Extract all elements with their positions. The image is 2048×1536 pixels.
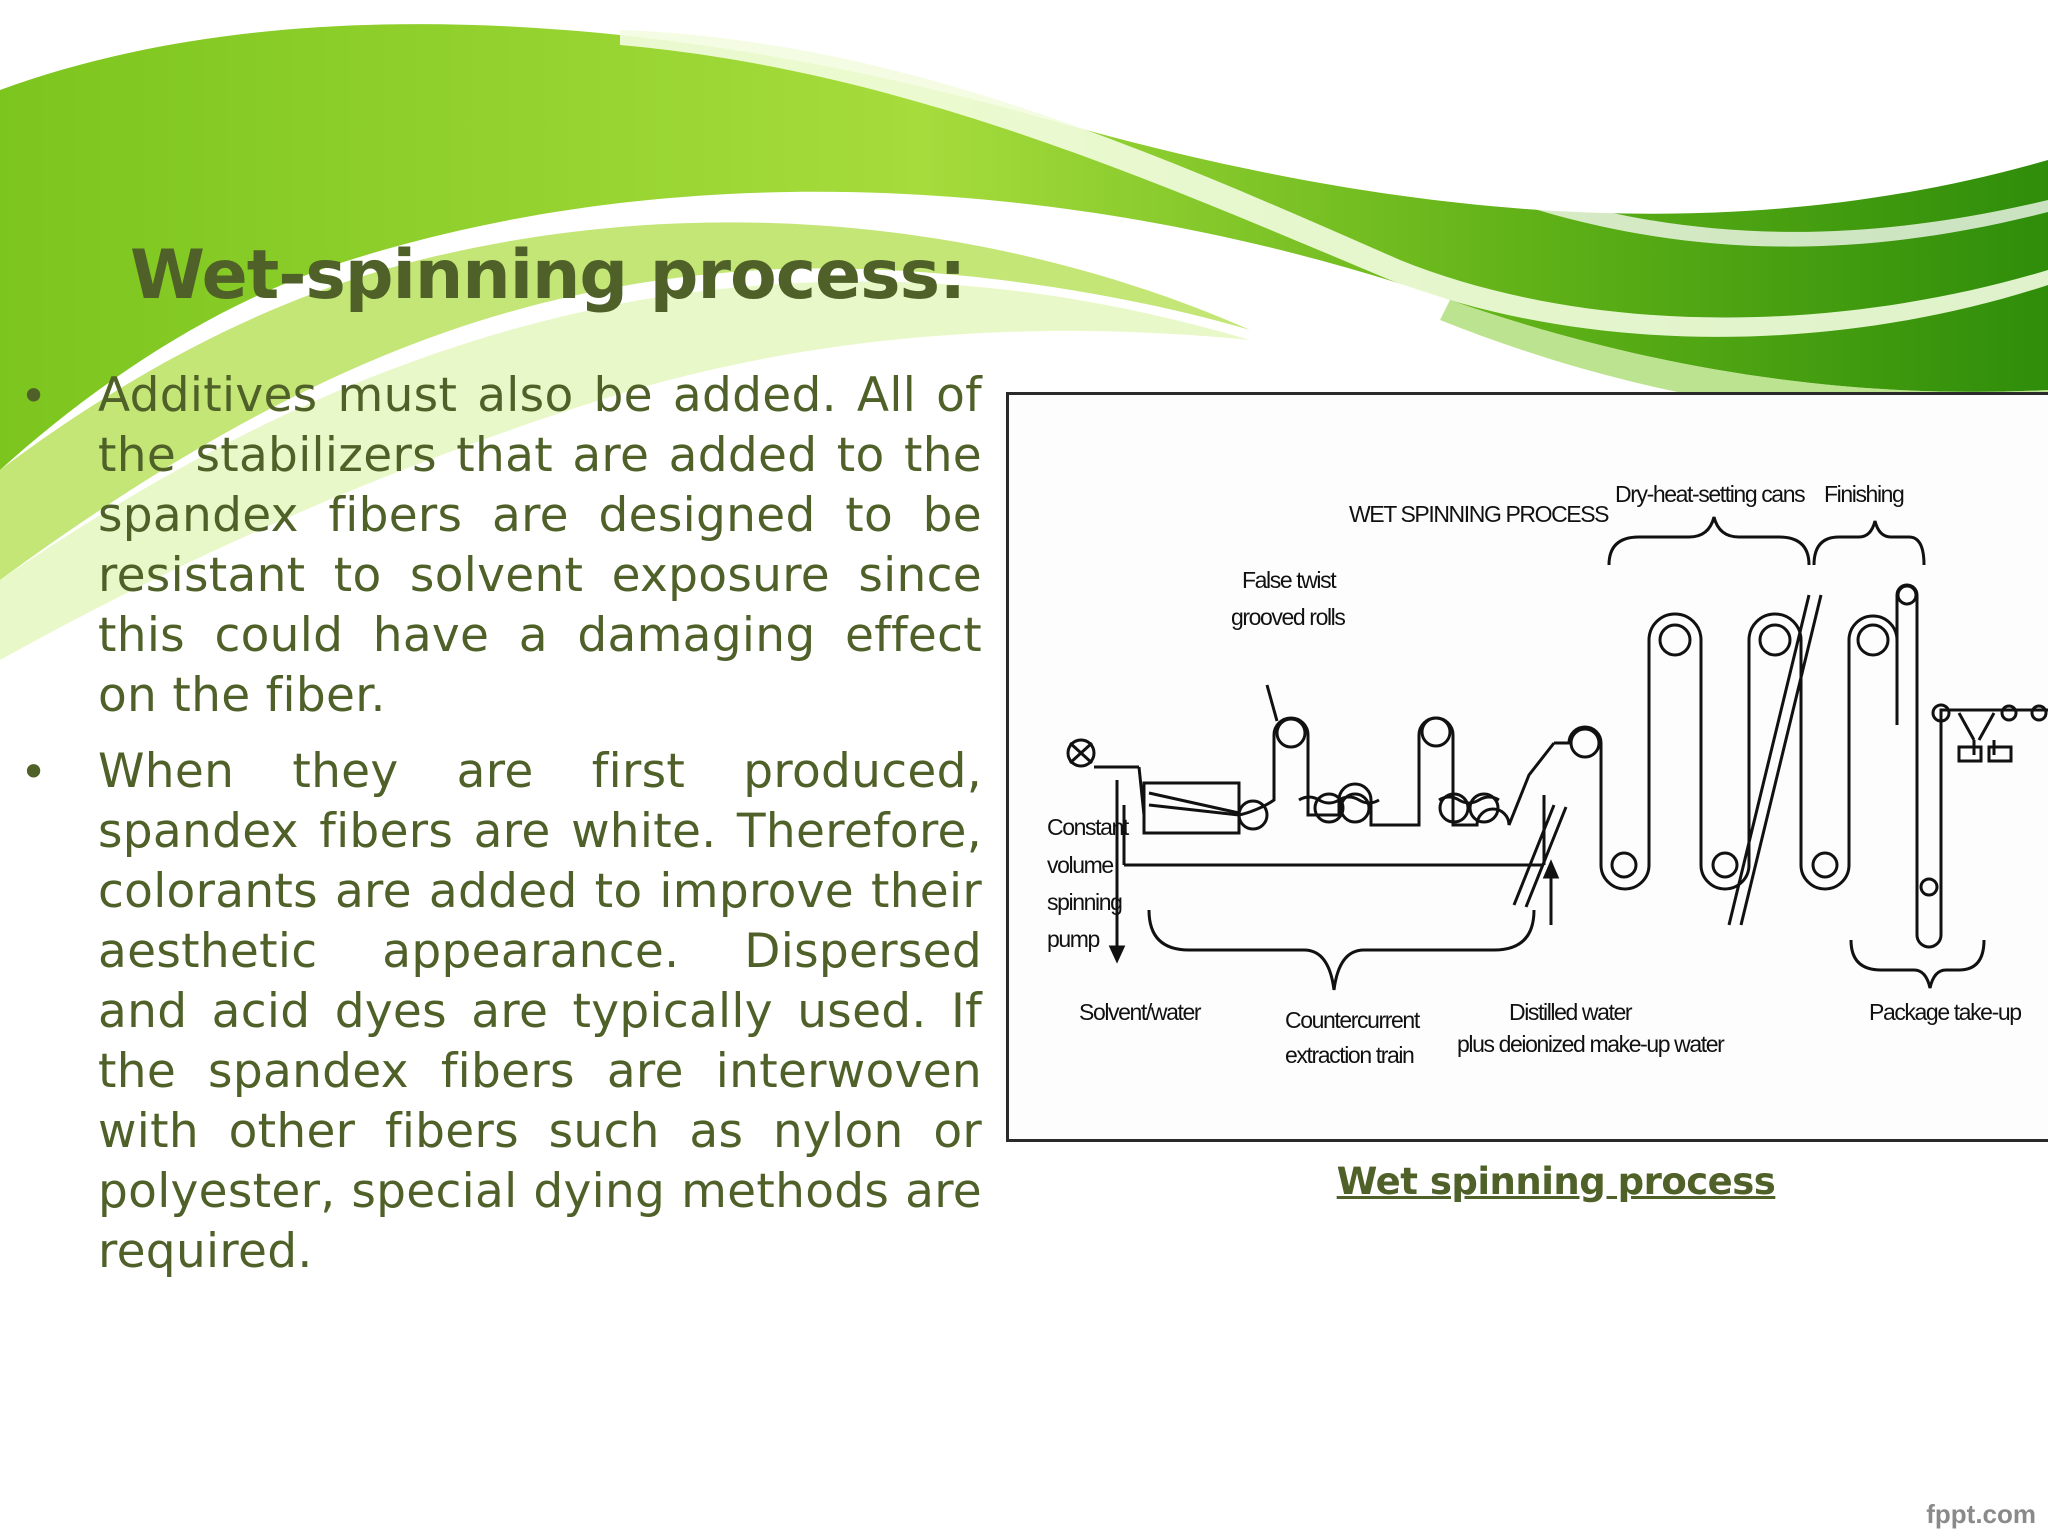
label-countercurrent: Countercurrent [1285,1007,1421,1033]
label-distilled-water: Distilled water [1509,999,1633,1025]
label-pump-pump: pump [1047,926,1100,952]
bullet-item: • Additives must also be added. All of t… [20,366,982,726]
label-wet-spinning-process: WET SPINNING PROCESS [1349,501,1609,527]
label-grooved-rolls: grooved rolls [1231,604,1345,630]
bullet-item: • When they are first produced, spandex … [20,742,982,1282]
label-finishing: Finishing [1824,481,1904,507]
label-pump-spinning: spinning [1047,889,1122,915]
bullet-marker: • [20,369,48,423]
fppt-watermark: fppt.com [1926,1499,2036,1529]
pump-symbol [1066,738,1096,768]
wet-spinning-diagram: WET SPINNING PROCESS Dry-heat-setting ca… [1006,392,2048,1142]
green-swoosh-background [0,0,2048,660]
process-diagram-svg: WET SPINNING PROCESS Dry-heat-setting ca… [1047,481,2048,1068]
bullet-marker: • [20,745,48,799]
label-pump-volume: volume [1047,852,1113,878]
label-package-take-up: Package take-up [1869,999,2021,1025]
label-extraction-train: extraction train [1285,1042,1414,1068]
label-deionized-water: plus deionized make-up water [1457,1031,1725,1057]
label-false-twist: False twist [1242,567,1337,593]
bullet-text: When they are first produced, spandex fi… [98,744,982,1279]
bullet-text: Additives must also be added. All of the… [98,368,982,723]
label-dry-heat-setting: Dry-heat-setting cans [1615,481,1805,507]
figure-caption: Wet spinning process [1336,1160,1776,1203]
label-solvent-water: Solvent/water [1079,999,1202,1025]
bullet-list: • Additives must also be added. All of t… [20,366,982,1298]
label-pump-constant: Constant [1047,814,1130,840]
slide-title: Wet-spinning process: [130,236,966,315]
